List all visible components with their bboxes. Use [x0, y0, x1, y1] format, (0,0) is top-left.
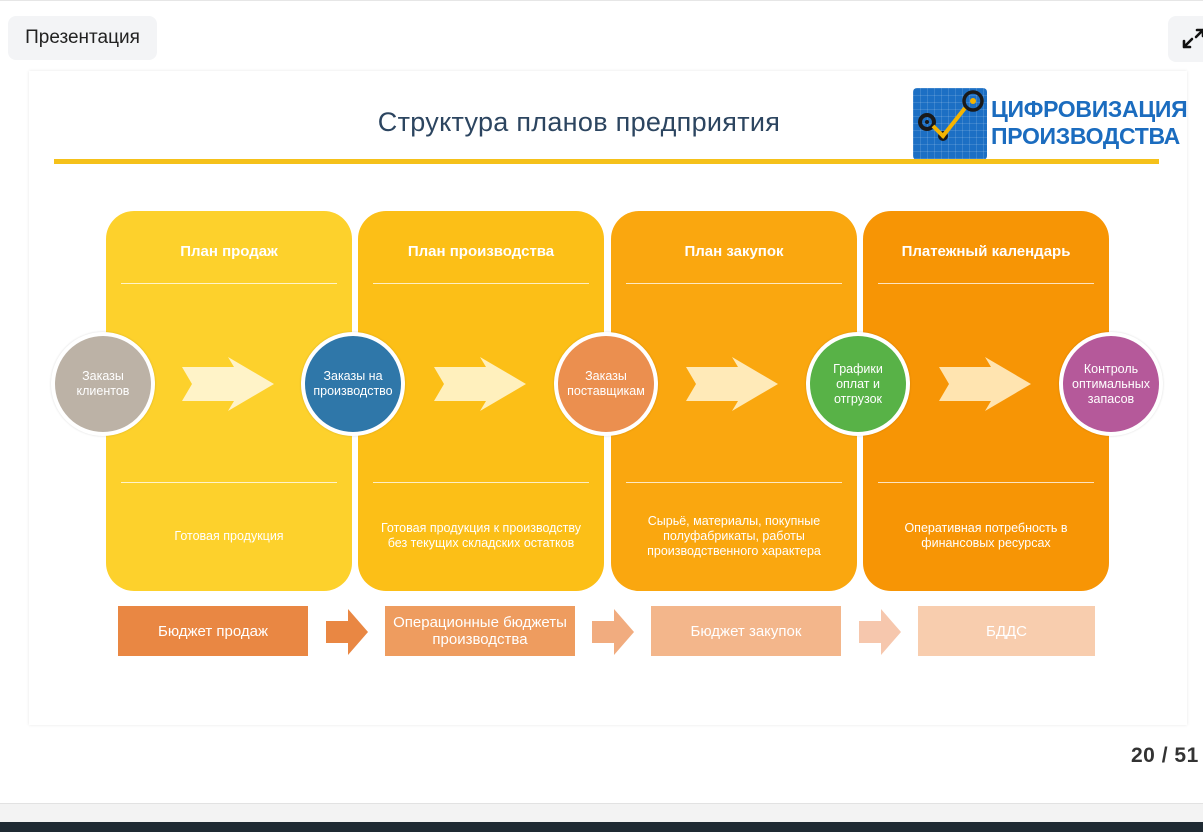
- column-title: План продаж: [180, 243, 278, 260]
- total-pages: 51: [1174, 744, 1199, 767]
- column-divider: [121, 482, 337, 483]
- expand-icon: [1182, 28, 1203, 49]
- node-client-orders: Заказы клиентов: [51, 332, 155, 436]
- budget-operational: Операционные бюджеты производства: [385, 606, 575, 656]
- node-payment-schedules: Графики оплат и отгрузок: [806, 332, 910, 436]
- current-page: 20: [1131, 744, 1156, 767]
- presentation-tab[interactable]: Презентация: [8, 16, 157, 60]
- flow-arrow-icon: [939, 357, 1031, 411]
- column-title: План производства: [407, 243, 555, 260]
- flow-arrow-icon: [182, 357, 274, 411]
- column-divider: [121, 283, 337, 284]
- column-divider: [878, 482, 1094, 483]
- column-footer: Оперативная потребность в финансовых рес…: [904, 521, 1068, 550]
- node-production-orders: Заказы на производство: [301, 332, 405, 436]
- taskbar: [0, 822, 1203, 832]
- budget-cashflow: БДДС: [918, 606, 1095, 656]
- budget-sales: Бюджет продаж: [118, 606, 308, 656]
- column-title: План закупок: [684, 243, 784, 260]
- node-supplier-orders: Заказы поставщикам: [554, 332, 658, 436]
- page-counter: 20 / 51: [1131, 744, 1199, 768]
- column-divider: [626, 482, 842, 483]
- budget-arrow-icon: [592, 609, 634, 655]
- column-footer: Сырьё, материалы, покупные полуфабрикаты…: [647, 514, 821, 558]
- budget-arrow-icon: [326, 609, 368, 655]
- flow-arrow-icon: [434, 357, 526, 411]
- logo-line-2: ПРОИЗВОДСТВА: [991, 123, 1180, 149]
- node-inventory-control: Контроль оптимальных запасов: [1059, 332, 1163, 436]
- budget-arrow-icon: [859, 609, 901, 655]
- column-divider: [626, 283, 842, 284]
- column-divider: [878, 283, 1094, 284]
- budget-purchases: Бюджет закупок: [651, 606, 841, 656]
- top-divider: [0, 0, 1203, 1]
- bottom-toolbar: [0, 803, 1203, 823]
- column-divider: [373, 283, 589, 284]
- logo-mark: [913, 88, 987, 160]
- page-separator: /: [1161, 744, 1169, 767]
- column-title: Платежный календарь: [901, 243, 1071, 260]
- column-footer: Готовая продукция: [174, 529, 284, 543]
- fullscreen-button[interactable]: [1168, 16, 1203, 62]
- gears-icon: [918, 90, 984, 141]
- title-underline: [54, 159, 1159, 164]
- slide: Структура планов предприятия ЦИФРОВИЗАЦИ…: [29, 71, 1188, 725]
- flow-arrow-icon: [686, 357, 778, 411]
- logo-line-1: ЦИФРОВИЗАЦИЯ: [991, 96, 1188, 122]
- column-divider: [373, 482, 589, 483]
- column-footer: Готовая продукция к производству без тек…: [380, 521, 582, 550]
- slide-title: Структура планов предприятия: [377, 107, 781, 137]
- logo: ЦИФРОВИЗАЦИЯ ПРОИЗВОДСТВА: [913, 86, 1188, 162]
